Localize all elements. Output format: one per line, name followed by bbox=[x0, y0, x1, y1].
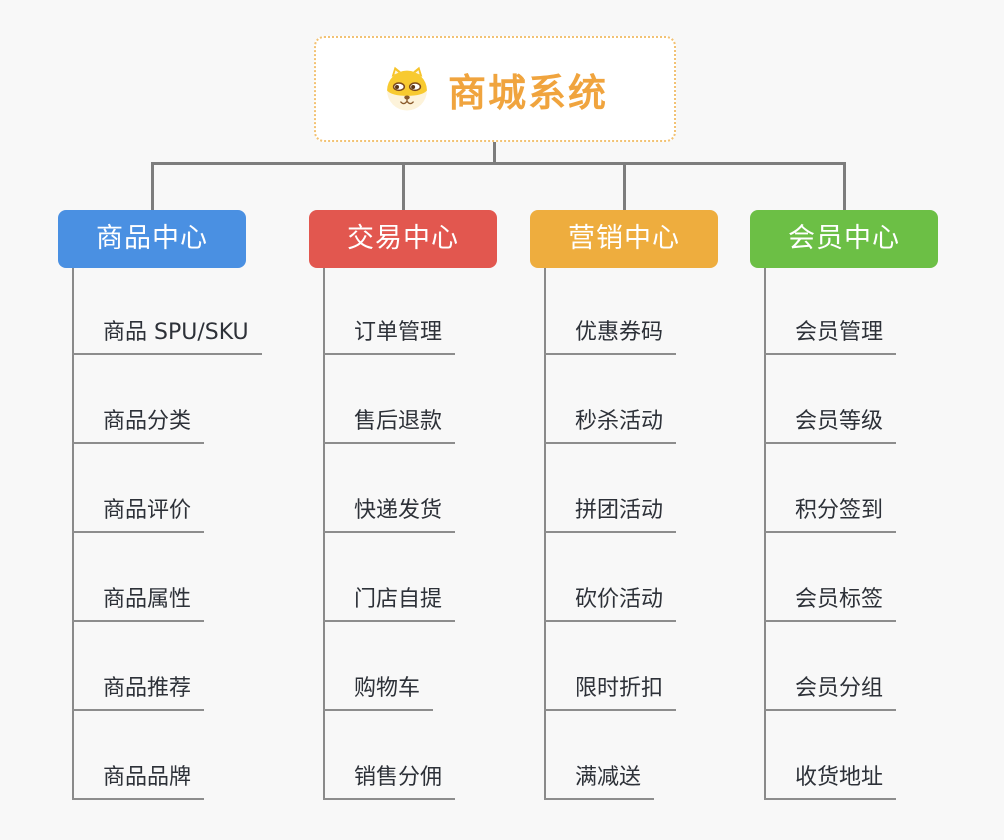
leaf-item[interactable]: 商品分类 bbox=[72, 355, 262, 444]
leaf-item[interactable]: 满减送 bbox=[544, 711, 676, 800]
category-node-trade-center[interactable]: 交易中心 bbox=[309, 210, 497, 268]
connector-root-stub bbox=[493, 142, 496, 165]
leaf-item[interactable]: 商品评价 bbox=[72, 444, 262, 533]
leaf-label: 商品品牌 bbox=[72, 759, 205, 800]
leaf-label: 商品评价 bbox=[72, 492, 205, 533]
leaf-item[interactable]: 会员等级 bbox=[764, 355, 897, 444]
root-title: 商城系统 bbox=[447, 70, 608, 115]
branch-trunk bbox=[323, 268, 325, 800]
leaf-label: 积分签到 bbox=[764, 492, 897, 533]
connector-drop-marketing bbox=[623, 162, 626, 210]
leaf-label: 售后退款 bbox=[323, 403, 456, 444]
leaf-item[interactable]: 秒杀活动 bbox=[544, 355, 677, 444]
leaf-list: 订单管理 售后退款 快递发货 门店自提 购物车 销售分佣 bbox=[323, 268, 456, 800]
leaf-item[interactable]: 售后退款 bbox=[323, 355, 456, 444]
leaf-item[interactable]: 积分签到 bbox=[764, 444, 897, 533]
leaf-label: 秒杀活动 bbox=[544, 403, 677, 444]
leaf-item[interactable]: 门店自提 bbox=[323, 533, 456, 622]
leaf-label: 收货地址 bbox=[764, 759, 897, 800]
leaf-item[interactable]: 快递发货 bbox=[323, 444, 456, 533]
leaf-label: 限时折扣 bbox=[544, 670, 677, 711]
leaf-item[interactable]: 拼团活动 bbox=[544, 444, 677, 533]
connector-bus bbox=[151, 162, 844, 165]
leaf-item[interactable]: 销售分佣 bbox=[323, 711, 456, 800]
leaf-label: 商品推荐 bbox=[72, 670, 205, 711]
category-node-marketing-center[interactable]: 营销中心 bbox=[530, 210, 718, 268]
leaf-label: 会员分组 bbox=[764, 670, 897, 711]
connector-drop-member bbox=[843, 162, 846, 210]
root-node-mall-system[interactable]: 商城系统 bbox=[314, 36, 676, 142]
leaf-item[interactable]: 订单管理 bbox=[323, 268, 456, 355]
leaf-list: 商品 SPU/SKU 商品分类 商品评价 商品属性 商品推荐 商品品牌 bbox=[72, 268, 262, 800]
leaf-label: 购物车 bbox=[323, 670, 434, 711]
leaf-label: 优惠券码 bbox=[544, 314, 677, 355]
leaf-item[interactable]: 优惠券码 bbox=[544, 268, 677, 355]
leaf-list: 会员管理 会员等级 积分签到 会员标签 会员分组 收货地址 bbox=[764, 268, 897, 800]
leaf-label: 满减送 bbox=[544, 759, 655, 800]
leaf-label: 商品分类 bbox=[72, 403, 205, 444]
branch-trunk bbox=[544, 268, 546, 800]
leaf-label: 商品属性 bbox=[72, 581, 205, 622]
leaf-label: 商品 SPU/SKU bbox=[72, 314, 262, 355]
leaf-label: 会员等级 bbox=[764, 403, 897, 444]
leaf-item[interactable]: 会员标签 bbox=[764, 533, 897, 622]
leaf-label: 会员标签 bbox=[764, 581, 897, 622]
shiba-dog-icon bbox=[387, 66, 427, 111]
leaf-item[interactable]: 限时折扣 bbox=[544, 622, 677, 711]
leaf-item[interactable]: 商品属性 bbox=[72, 533, 262, 622]
connector-drop-trade bbox=[402, 162, 405, 210]
leaf-item[interactable]: 砍价活动 bbox=[544, 533, 677, 622]
leaf-label: 快递发货 bbox=[323, 492, 456, 533]
leaf-item[interactable]: 购物车 bbox=[323, 622, 455, 711]
leaf-item[interactable]: 收货地址 bbox=[764, 711, 897, 800]
connector-drop-product bbox=[151, 162, 154, 210]
branch-trunk bbox=[764, 268, 766, 800]
leaf-item[interactable]: 商品 SPU/SKU bbox=[72, 268, 262, 355]
leaf-item[interactable]: 会员分组 bbox=[764, 622, 897, 711]
leaf-label: 销售分佣 bbox=[323, 759, 456, 800]
leaf-item[interactable]: 商品推荐 bbox=[72, 622, 262, 711]
leaf-label: 会员管理 bbox=[764, 314, 897, 355]
branch-trunk bbox=[72, 268, 74, 800]
leaf-label: 订单管理 bbox=[323, 314, 456, 355]
leaf-label: 门店自提 bbox=[323, 581, 456, 622]
leaf-list: 优惠券码 秒杀活动 拼团活动 砍价活动 限时折扣 满减送 bbox=[544, 268, 677, 800]
leaf-item[interactable]: 商品品牌 bbox=[72, 711, 262, 800]
category-node-member-center[interactable]: 会员中心 bbox=[750, 210, 938, 268]
leaf-label: 砍价活动 bbox=[544, 581, 677, 622]
category-node-product-center[interactable]: 商品中心 bbox=[58, 210, 246, 268]
leaf-item[interactable]: 会员管理 bbox=[764, 268, 897, 355]
leaf-label: 拼团活动 bbox=[544, 492, 677, 533]
